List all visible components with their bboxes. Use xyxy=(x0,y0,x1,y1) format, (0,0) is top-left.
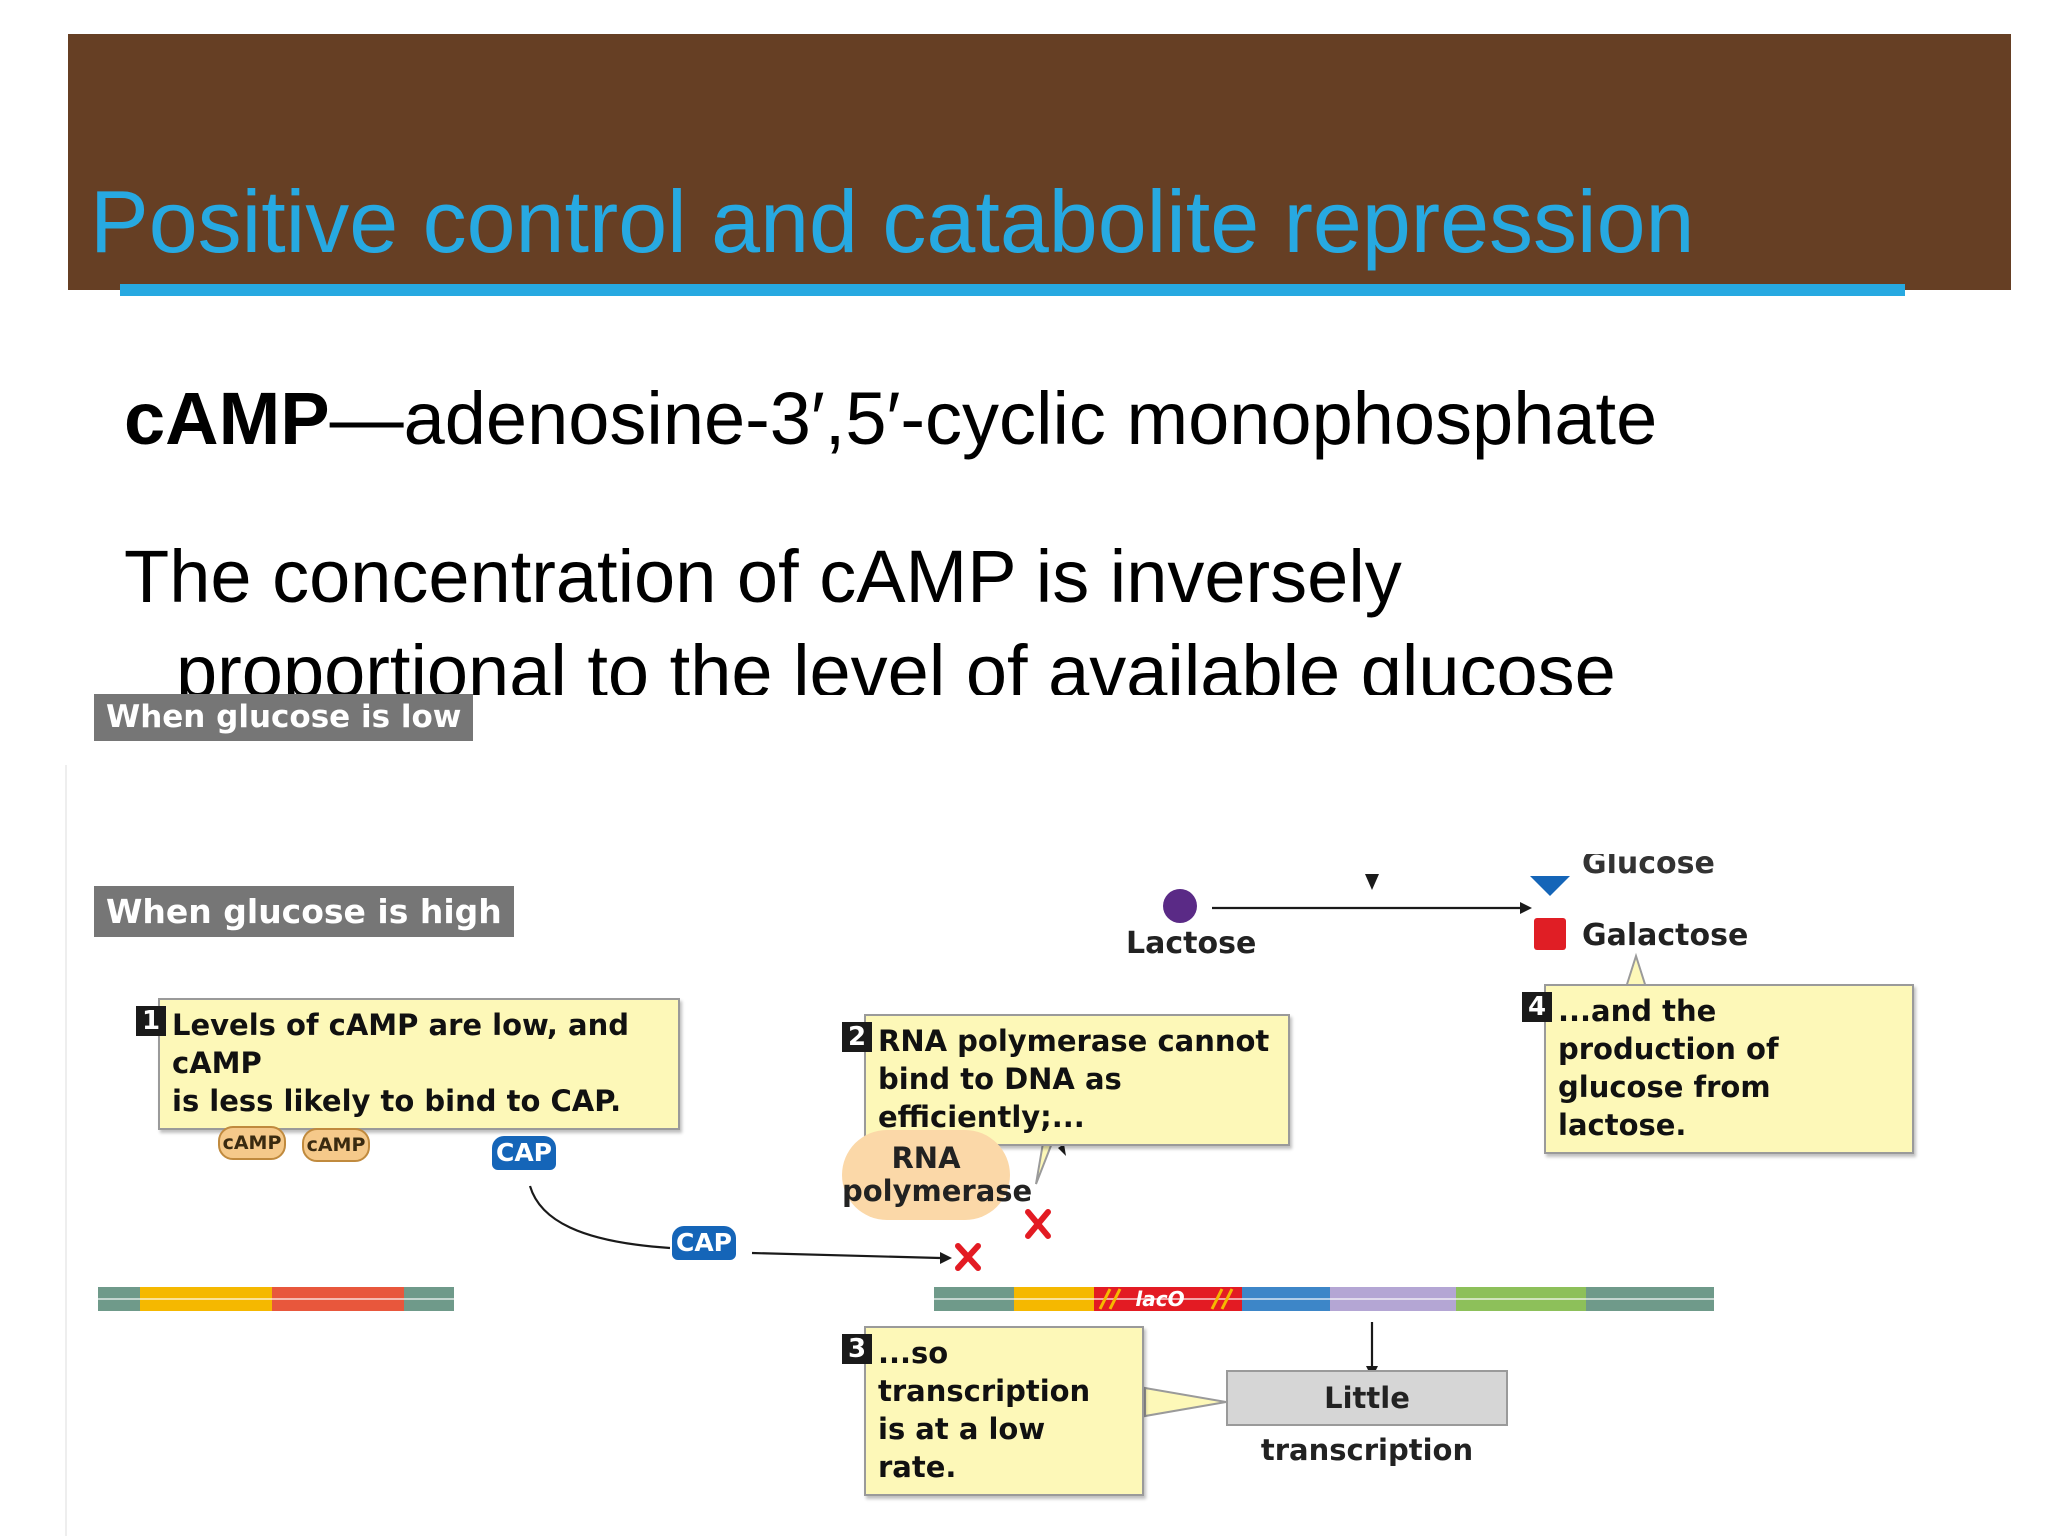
cap-protein-moving: CAP xyxy=(672,1226,736,1260)
title-bar xyxy=(68,34,2011,290)
slide-title: Positive control and catabolite repressi… xyxy=(90,172,1695,271)
arrowhead-products xyxy=(1520,902,1532,914)
x-mark-polymerase xyxy=(1025,1209,1051,1239)
camp-molecule-2: cAMP xyxy=(302,1128,370,1162)
dna-right-segment: lacO xyxy=(934,1287,1714,1311)
arrowhead-polymerase xyxy=(1058,1144,1066,1156)
callout-1-line2: is less likely to bind to CAP. xyxy=(172,1084,622,1118)
arrowhead-hydrolysis xyxy=(1365,874,1379,890)
tag-glucose-high: When glucose is high xyxy=(94,886,514,937)
x-mark-cap xyxy=(955,1243,981,1271)
callout-2-number: 2 xyxy=(842,1022,872,1052)
rna-polymerase-line1: RNA xyxy=(891,1141,961,1175)
galactose-symbol xyxy=(1534,918,1566,950)
block-marks xyxy=(955,1209,1051,1271)
callout-1-line1: Levels of cAMP are low, and cAMP xyxy=(172,1008,630,1080)
callout-3: 3 ...so transcription is at a low rate. xyxy=(842,1326,1144,1496)
callout-3-number: 3 xyxy=(842,1334,872,1364)
operator-hatch xyxy=(1098,1288,1234,1310)
rna-polymerase-line2: polymerase xyxy=(842,1174,1033,1208)
bullet-concentration-line2: proportional to the level of available g… xyxy=(176,630,1616,696)
callout3-pointer xyxy=(1144,1386,1227,1418)
glucose-label: Glucose xyxy=(1582,854,1715,880)
lactose-label: Lactose xyxy=(1126,926,1257,961)
callout-4-line2: glucose from lactose. xyxy=(1558,1070,1771,1142)
laco-label: lacO xyxy=(1135,1287,1184,1311)
dna-left-segment xyxy=(98,1287,454,1311)
bullet-concentration-line2-clip: proportional to the level of available g… xyxy=(124,625,1824,696)
callout-4-number: 4 xyxy=(1522,992,1552,1022)
title-underline xyxy=(120,284,1905,296)
rna-polymerase: RNA polymerase xyxy=(842,1130,1033,1220)
galactose-label: Galactose xyxy=(1582,918,1749,953)
bullet-camp-definition: cAMP—adenosine-3′,5′-cyclic monophosphat… xyxy=(124,382,1657,456)
callout-1-number: 1 xyxy=(136,1006,166,1036)
little-transcription-box: Little transcription xyxy=(1226,1370,1508,1467)
cap-protein-free: CAP xyxy=(492,1136,556,1170)
callout-2-line2: bind to DNA as efficiently;... xyxy=(878,1062,1122,1134)
callout-1: 1 Levels of cAMP are low, and cAMP is le… xyxy=(136,998,680,1130)
lac-operon-diagram: lacO xyxy=(0,690,2048,1536)
callout-3-line2: is at a low rate. xyxy=(878,1412,1046,1484)
arrowhead-cap-dna xyxy=(940,1252,952,1264)
camp-molecule-1: cAMP xyxy=(218,1126,286,1160)
lactose-symbol xyxy=(1163,889,1197,923)
arrow-cap-to-dna xyxy=(751,1251,941,1260)
bullet-camp-expansion: —adenosine-3′,5′-cyclic monophosphate xyxy=(329,377,1658,460)
callout-2-line1: RNA polymerase cannot xyxy=(878,1024,1270,1058)
callout-4-line1: ...and the production of xyxy=(1558,994,1779,1066)
arrow-cap-to-cap xyxy=(528,1185,671,1250)
bullet-camp-term: cAMP xyxy=(124,377,330,460)
callout-2: 2 RNA polymerase cannot bind to DNA as e… xyxy=(842,1014,1290,1146)
diagram-graphics: lacO xyxy=(65,765,1714,1536)
bullet-concentration-line1: The concentration of cAMP is inversely xyxy=(124,535,1402,618)
tag-glucose-low: When glucose is low xyxy=(94,694,474,741)
callout-3-line1: ...so transcription xyxy=(878,1336,1091,1408)
glucose-symbol xyxy=(1530,876,1570,896)
callout-4: 4 ...and the production of glucose from … xyxy=(1522,984,1914,1154)
